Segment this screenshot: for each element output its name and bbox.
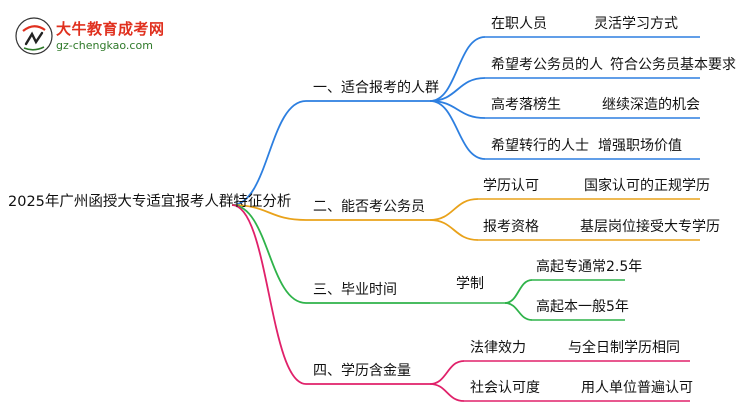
branch-3-item-1-sub-2: 高起本一般5年	[536, 299, 629, 315]
branch-1-item-2-label: 希望考公务员的人	[491, 57, 603, 73]
branch-1-item-3-detail: 继续深造的机会	[602, 97, 700, 113]
branch-4-item-1-link	[429, 360, 465, 385]
branch-1-item-4-detail: 增强职场价值	[598, 138, 682, 154]
mindmap-root-title: 2025年广州函授大专适宜报考人群特征分析	[8, 194, 292, 210]
branch-2-item-1-detail: 国家认可的正规学历	[584, 178, 710, 194]
branch-2-item-1-label: 学历认可	[483, 178, 539, 194]
branch-2-item-2-detail: 基层岗位接受大专学历	[580, 219, 720, 235]
branch-1-item-4-link	[429, 100, 486, 160]
branch-4-label: 四、学历含金量	[313, 363, 411, 379]
branch-4-item-1-detail: 与全日制学历相同	[568, 340, 680, 356]
branch-2-label: 二、能否考公务员	[313, 199, 425, 215]
branch-1-item-2-detail: 符合公务员基本要求	[610, 57, 736, 73]
branch-3-link	[231, 204, 430, 304]
branch-4-link	[231, 204, 430, 385]
branch-4-item-2-label: 社会认可度	[470, 380, 540, 396]
branch-1-item-1-detail: 灵活学习方式	[594, 16, 678, 32]
branch-3-item-1-sub-1: 高起专通常2.5年	[536, 259, 643, 275]
branch-3-item-1-label: 学制	[456, 276, 484, 292]
branch-3-sub-2-link	[504, 302, 533, 321]
branch-1-item-2-link	[429, 77, 486, 102]
branch-1-link	[231, 100, 430, 206]
branch-1-label: 一、适合报考的人群	[313, 80, 439, 96]
branch-4-item-1-label: 法律效力	[470, 340, 526, 356]
branch-2-link	[231, 204, 430, 221]
branch-2-item-2-label: 报考资格	[483, 219, 539, 235]
branch-1-item-4-label: 希望转行的人士	[491, 138, 589, 154]
branch-1-item-3-label: 高考落榜生	[491, 97, 561, 113]
logo-title: 大牛教育成考网	[56, 20, 165, 38]
mindmap-links	[231, 36, 700, 402]
branch-1-item-1-link	[429, 36, 486, 102]
branch-2-item-2-link	[429, 219, 479, 241]
branch-2-item-1-link	[429, 198, 479, 221]
branch-4-item-2-detail: 用人单位普遍认可	[581, 380, 693, 396]
branch-1-item-1-label: 在职人员	[491, 16, 547, 32]
branch-4-item-2-link	[429, 383, 465, 402]
logo-icon	[15, 17, 53, 55]
branch-3-sub-1-link	[504, 279, 533, 304]
branch-3-label: 三、毕业时间	[313, 282, 397, 298]
logo-url: gz-chengkao.com	[56, 39, 153, 52]
